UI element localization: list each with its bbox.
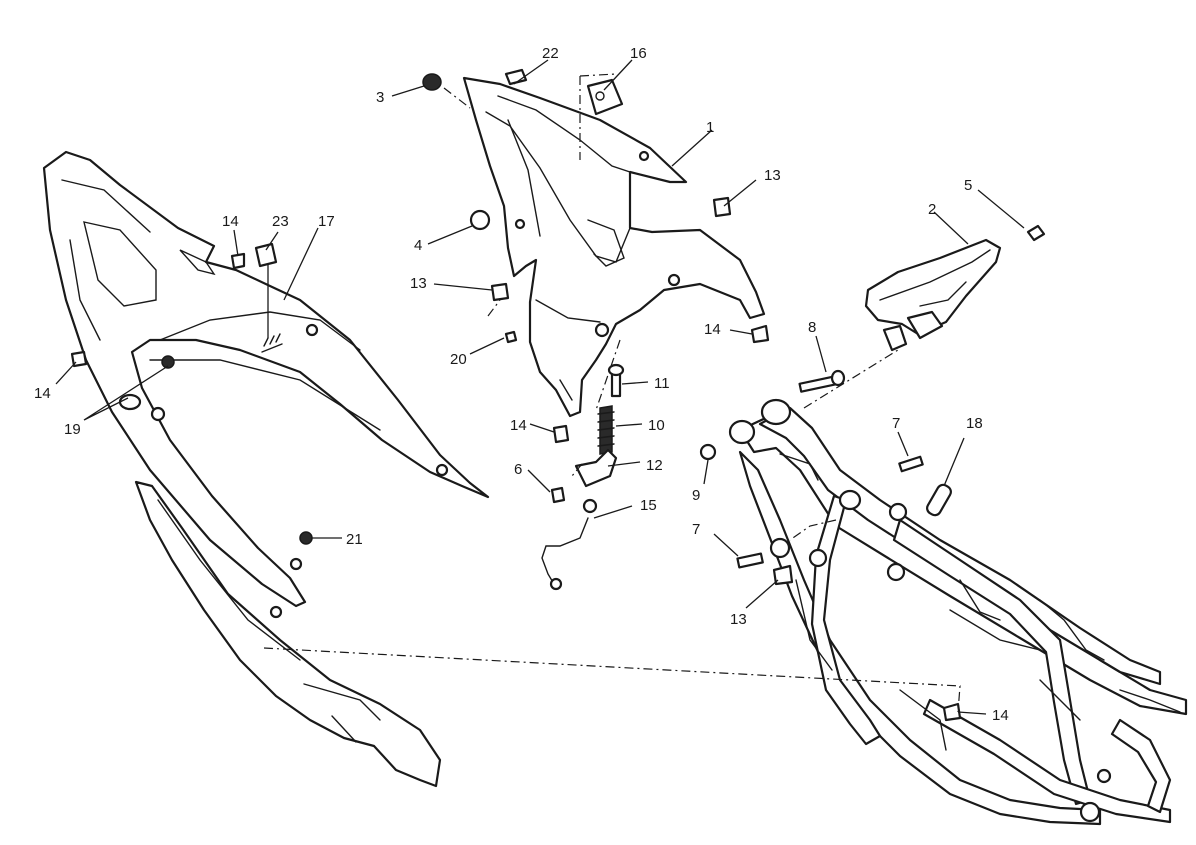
callout-17: 17 — [318, 213, 335, 230]
callout-1: 1 — [706, 119, 714, 136]
hardware-parts — [70, 68, 1046, 722]
callout-18: 18 — [966, 415, 983, 432]
callout-9: 9 — [692, 487, 700, 504]
callout-14c: 14 — [704, 321, 721, 338]
part-2-grab-handle — [864, 238, 1002, 352]
callout-7b: 7 — [692, 521, 700, 538]
assembly-lines — [263, 73, 961, 713]
callout-3: 3 — [376, 89, 384, 106]
callout-13c: 13 — [730, 611, 747, 628]
callout-14e: 14 — [992, 707, 1009, 724]
callout-19: 19 — [64, 421, 81, 438]
part-1-tail-unit — [462, 76, 766, 418]
callout-6: 6 — [514, 461, 522, 478]
callout-14b: 14 — [34, 385, 51, 402]
part-17-side-fairing — [42, 150, 490, 608]
callout-13a: 13 — [764, 167, 781, 184]
callout-13b: 13 — [410, 275, 427, 292]
callout-23: 23 — [272, 213, 289, 230]
lower-side-panel — [134, 480, 442, 788]
leader-lines — [55, 59, 1025, 715]
callout-14d: 14 — [510, 417, 527, 434]
callout-12: 12 — [646, 457, 663, 474]
callout-8: 8 — [808, 319, 816, 336]
callout-10: 10 — [648, 417, 665, 434]
callout-7a: 7 — [892, 415, 900, 432]
callout-22: 22 — [542, 45, 559, 62]
callout-14a: 14 — [222, 213, 239, 230]
callout-2: 2 — [928, 201, 936, 218]
callout-11: 11 — [654, 375, 670, 392]
callout-5: 5 — [964, 177, 972, 194]
callout-20: 20 — [450, 351, 467, 368]
callout-15: 15 — [640, 497, 657, 514]
rear-subframe — [728, 398, 1188, 826]
callout-16: 16 — [630, 45, 647, 62]
callout-labels: 1 2 3 4 5 6 7 7 8 9 10 11 12 13 13 13 14… — [34, 45, 1009, 724]
callout-21: 21 — [346, 531, 363, 548]
callout-4: 4 — [414, 237, 422, 254]
